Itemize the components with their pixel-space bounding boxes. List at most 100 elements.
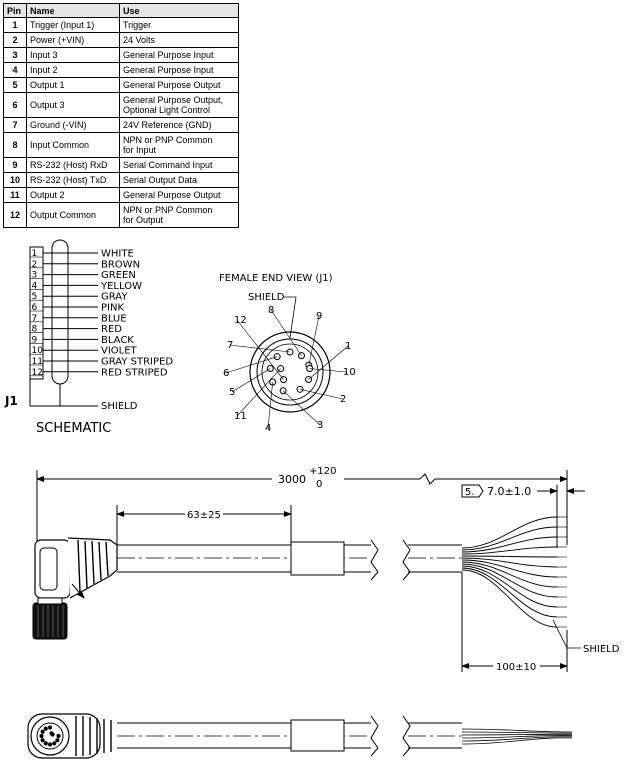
end-view-pin-label: 8	[268, 305, 274, 316]
j1-label: J1	[4, 394, 18, 408]
bottom-connector-pin	[40, 729, 45, 734]
breakout-wire	[461, 557, 558, 568]
wire-color-label: GRAY STRIPED	[101, 357, 173, 368]
bottom-break-left	[370, 715, 379, 757]
end-view-inner-ring	[256, 338, 324, 406]
bottom-connector-pin	[47, 742, 53, 747]
bottom-connector-pin	[55, 738, 60, 743]
cable-side-view	[32, 470, 585, 672]
breakout-wire	[461, 569, 558, 628]
end-view-pin-leader	[270, 309, 302, 356]
schematic-pin-number: 11	[32, 357, 43, 367]
wire-color-label: VIOLET	[101, 346, 138, 357]
end-view-pin-leader	[308, 315, 320, 366]
end-view-pin-label: 11	[234, 411, 247, 422]
shield-capsule	[51, 239, 69, 385]
end-view-shield-label: SHIELD	[248, 292, 285, 303]
pin-use-line: General Purpose Input	[123, 65, 214, 75]
pin-use-line: 24V Reference (GND)	[123, 120, 212, 130]
overmold-ribs	[77, 539, 109, 593]
bottom-connector-pin	[52, 741, 57, 746]
end-view-pin-leader	[225, 356, 278, 374]
break-mark-right	[402, 539, 411, 581]
connector-dim: 63±25	[187, 510, 221, 521]
schematic-pin-number: 9	[32, 335, 38, 345]
overall-tol-plus: +120	[309, 466, 336, 477]
end-view-pin-leader	[299, 389, 344, 400]
wire-color-label: RED	[101, 324, 122, 335]
end-view-pin-leader	[236, 368, 281, 417]
bottom-breakout-wire	[461, 737, 573, 745]
end-view-pin-label: 3	[317, 420, 323, 431]
schematic-pin-number: 2	[32, 260, 38, 270]
end-view-pin-leader	[231, 368, 271, 393]
breakout-wire	[461, 546, 558, 555]
wire-color-label: RED STRIPED	[101, 367, 168, 378]
wire-color-label: GRAY	[101, 292, 128, 303]
bottom-breakout-wire	[461, 735, 573, 739]
wire-color-label: YELLOW	[100, 281, 142, 292]
breakout-wire	[461, 559, 558, 578]
bottom-breakout-wires	[461, 728, 573, 745]
breakout-wire	[461, 563, 558, 598]
bottom-connector-pins	[39, 725, 61, 747]
shield-leader	[284, 296, 297, 339]
end-view-pin-label: 7	[227, 340, 233, 351]
end-view-pin-leader	[309, 368, 347, 373]
end-view-pin-label: 4	[265, 423, 271, 434]
schematic-pin-number: 1	[32, 249, 38, 259]
breakout-wire	[461, 567, 558, 618]
bottom-connector-pin	[50, 732, 55, 737]
breakout-wires	[461, 516, 567, 628]
breakout-wire	[461, 536, 558, 553]
pin-use-line: General Purpose Input	[123, 50, 214, 60]
pin-use-line: General Purpose Output,	[123, 95, 224, 105]
pin-use-line: 24 Volts	[123, 35, 156, 45]
bottom-breakout-wire	[461, 736, 573, 742]
bottom-connector-face-inner	[36, 722, 64, 750]
bottom-label-sleeve	[290, 719, 345, 752]
end-view-pin-label: 2	[340, 394, 346, 405]
end-view-pin-leader	[236, 319, 284, 380]
breakout-wire	[461, 555, 558, 558]
end-view-pin-label: 9	[316, 311, 322, 322]
end-view-pin-leader	[267, 381, 273, 429]
pin-use-cell: General Purpose Output,Optional Light Co…	[119, 92, 239, 118]
note-flag	[461, 484, 484, 498]
breakout-wire	[461, 565, 558, 608]
bottom-connector-face-outer	[30, 716, 70, 756]
end-view-pin-leader	[229, 344, 291, 353]
shield-leader-side	[552, 619, 581, 649]
schematic-pin-number: 5	[32, 292, 38, 302]
wire-color-label: BLACK	[101, 335, 134, 346]
breakout-wire	[461, 516, 558, 549]
schematic-pin-number: 4	[32, 281, 38, 291]
end-view-pin-label: 1	[345, 341, 351, 352]
schematic-pin-number: 12	[32, 368, 43, 378]
wire-color-label: BROWN	[101, 259, 140, 270]
wire-color-label: PINK	[101, 303, 124, 314]
end-view-pin-label: 5	[229, 387, 235, 398]
bottom-breakout-wire	[461, 733, 573, 736]
connector-arrow-indicator	[71, 583, 85, 599]
break-mark-left	[370, 539, 379, 581]
schematic-pin-number: 10	[32, 346, 44, 356]
note-ref: 5.	[465, 487, 475, 498]
bottom-connector-pin	[43, 726, 48, 731]
pin-use-line: Serial Command Input	[123, 160, 213, 170]
end-view-pin-label: 6	[223, 368, 229, 379]
bottom-breakout-wire	[461, 728, 573, 733]
schematic-shield-label: SHIELD	[101, 401, 138, 412]
wire-color-label: GREEN	[101, 270, 136, 281]
pin-use-line: General Purpose Output	[123, 80, 221, 90]
